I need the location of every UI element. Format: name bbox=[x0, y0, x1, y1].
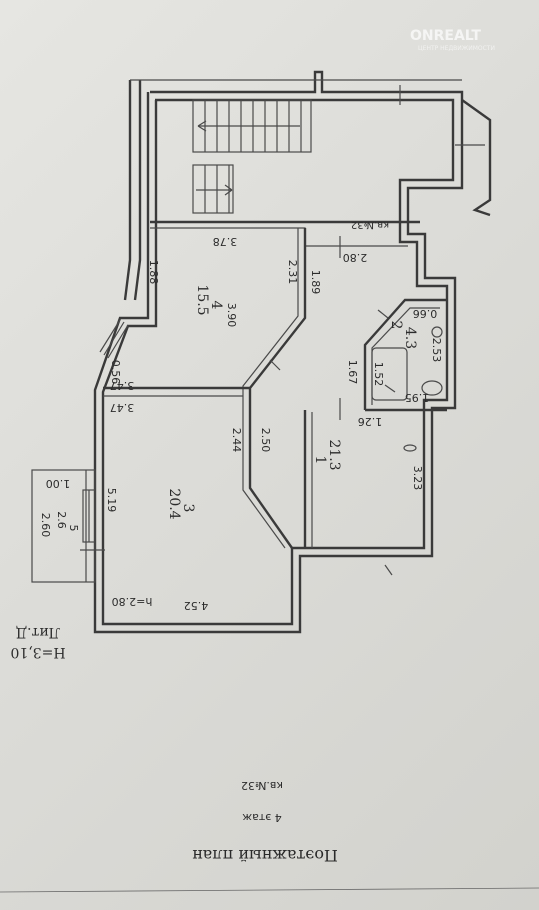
room4-number: 4 bbox=[208, 301, 224, 310]
room4-area: 15.5 bbox=[194, 284, 210, 315]
stairwell-wall bbox=[123, 80, 132, 301]
watermark-tagline: ЦЕНТР НЕДВИЖИМОСТИ bbox=[418, 45, 495, 52]
dim-1-88: 1.88 bbox=[147, 260, 160, 285]
dim-2-60: 2.60 bbox=[39, 513, 52, 538]
dim-4-52: 4.52 bbox=[184, 599, 209, 612]
staircase bbox=[192, 99, 312, 214]
room1-area: 21.3 bbox=[326, 439, 342, 470]
dim-1-95: 1.95 bbox=[405, 391, 430, 404]
sink-icon bbox=[403, 444, 417, 452]
room3-area: 20.4 bbox=[166, 488, 182, 519]
dim-0-66: 0.66 bbox=[413, 307, 438, 320]
wall-bathroom-inner bbox=[371, 307, 440, 405]
apartment-number: кв.№32 bbox=[241, 779, 283, 792]
stairwell-wall-2 bbox=[133, 80, 142, 301]
room3-number: 3 bbox=[180, 504, 196, 513]
dim-1-52: 1.52 bbox=[372, 362, 385, 387]
sheet-edge-line bbox=[0, 887, 539, 893]
dim-3-23: 3.23 bbox=[411, 466, 424, 491]
page-title: Поэтажный план bbox=[192, 846, 338, 865]
apartment-tag: кв.№32 bbox=[351, 219, 389, 230]
dim-1-00: 1.00 bbox=[46, 477, 71, 490]
outer-wall-inner bbox=[101, 98, 455, 626]
corridor-wall bbox=[461, 99, 492, 217]
room2-area: 4.3 bbox=[402, 327, 418, 349]
room5-area: 2.6 bbox=[55, 511, 68, 529]
window-room4 bbox=[99, 319, 129, 359]
building-height: H=3,10 bbox=[10, 644, 65, 660]
dimension-ticks bbox=[80, 236, 396, 576]
dim-1-67: 1.67 bbox=[346, 360, 359, 385]
dim-1-26: 1.26 bbox=[358, 415, 383, 428]
dim-3-47-top: 3.47 bbox=[110, 379, 135, 392]
dim-3-47-bottom: 3.47 bbox=[110, 401, 135, 414]
dim-3-90: 3.90 bbox=[225, 303, 238, 328]
watermark-logo: ONREALT ЦЕНТР НЕДВИЖИМОСТИ bbox=[410, 28, 495, 52]
room1-number: 1 bbox=[312, 456, 328, 465]
bathtub-icon bbox=[371, 347, 408, 401]
dim-2-53: 2.53 bbox=[430, 338, 443, 363]
toilet-icon bbox=[421, 380, 443, 396]
balcony bbox=[31, 469, 96, 583]
labels-group: 3.78 кв.№32 2.80 1.88 2.31 3.90 1.89 15.… bbox=[10, 219, 443, 865]
room5-number: 5 bbox=[67, 525, 80, 532]
dim-0-56: 0.56 bbox=[109, 360, 122, 385]
ceiling-height: h=2.80 bbox=[112, 595, 153, 608]
building-lit: Лит.Д bbox=[16, 624, 61, 640]
dim-3-78: 3.78 bbox=[213, 235, 238, 248]
dim-5-19: 5.19 bbox=[105, 488, 118, 513]
dim-2-50: 2.50 bbox=[259, 428, 272, 453]
washbasin-icon bbox=[431, 326, 443, 338]
dim-1-89: 1.89 bbox=[309, 270, 322, 295]
wall-room4-hall-inner bbox=[242, 228, 299, 549]
wall-bathroom bbox=[363, 298, 447, 410]
floor-label: 4 этаж bbox=[242, 811, 282, 824]
dim-2-80-top: 2.80 bbox=[343, 251, 368, 264]
dim-2-44: 2.44 bbox=[230, 428, 243, 453]
watermark-brand: ONREALT bbox=[410, 28, 481, 44]
room2-number: 2 bbox=[388, 321, 404, 330]
dim-2-31: 2.31 bbox=[286, 260, 299, 285]
